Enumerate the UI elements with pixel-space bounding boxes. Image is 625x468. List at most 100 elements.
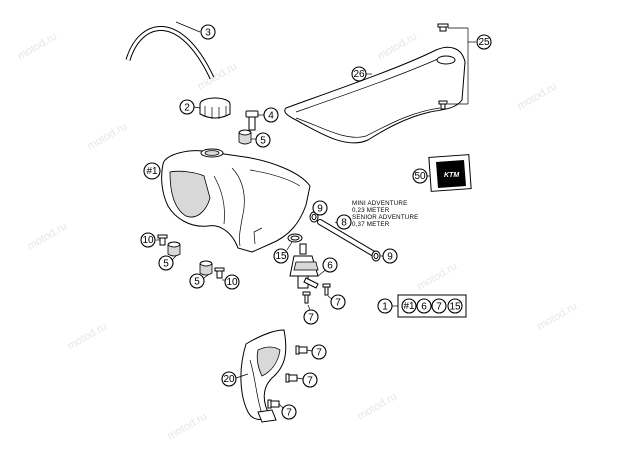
- cover-screw: [285, 373, 298, 383]
- callout-15: 15: [273, 248, 289, 264]
- leader-line: [235, 373, 249, 379]
- callout-20: 20: [221, 371, 237, 387]
- callout-7: 7: [303, 309, 319, 325]
- callout-7: 7: [311, 344, 327, 360]
- callout-26: 26: [351, 66, 367, 82]
- leader-line: [203, 274, 209, 279]
- hose-clamp: [371, 250, 381, 262]
- svg-text:5: 5: [260, 136, 266, 147]
- svg-text:2: 2: [184, 103, 190, 114]
- callout-tank: #1: [143, 162, 161, 180]
- watermark-text: motod.ru: [196, 60, 240, 92]
- note-line-3: SENIOR ADVENTURE: [352, 214, 418, 221]
- cover-screw: [295, 345, 308, 355]
- kit-item-label: 7: [436, 302, 442, 313]
- svg-text:5: 5: [194, 277, 200, 288]
- callout-6: 6: [322, 257, 338, 273]
- svg-text:4: 4: [268, 111, 274, 122]
- kit-item-label: 15: [449, 302, 461, 313]
- callout-5: 5: [158, 255, 174, 271]
- callout-10: 10: [224, 274, 240, 290]
- callout-7: 7: [302, 372, 318, 388]
- leader-line: [306, 349, 313, 352]
- rubber-bushing: [238, 129, 252, 145]
- watermark-text: motod.ru: [166, 410, 210, 442]
- watermark-text: motod.ru: [516, 80, 560, 112]
- watermark-text: motod.ru: [26, 220, 70, 252]
- callout-50: 50: [412, 168, 428, 184]
- svg-text:26: 26: [353, 69, 365, 80]
- svg-text:7: 7: [307, 376, 313, 387]
- left-screw: [157, 234, 168, 246]
- leader-line: [286, 241, 293, 251]
- svg-text:3: 3: [205, 28, 211, 39]
- seat-screw: [437, 23, 449, 110]
- svg-text:9: 9: [317, 204, 323, 215]
- svg-text:50: 50: [414, 171, 426, 182]
- watermark-text: motod.ru: [376, 30, 420, 62]
- callout-7: 7: [281, 404, 297, 420]
- leader-line: [175, 21, 201, 33]
- leader-line: [193, 106, 201, 109]
- callout-2: 2: [179, 99, 195, 115]
- callout-3: 3: [200, 24, 216, 40]
- lower-bushing: [199, 260, 213, 276]
- tap-screw: [322, 283, 331, 296]
- watermark-text: motod.ru: [16, 30, 60, 62]
- svg-text:7: 7: [316, 348, 322, 359]
- svg-text:1: 1: [382, 302, 388, 313]
- callout-25: 25: [476, 34, 492, 50]
- decal-brand-text: KTM: [444, 172, 459, 179]
- svg-text:10: 10: [226, 277, 238, 288]
- callout-1: 1: [377, 298, 393, 314]
- kit-item-circle: [447, 298, 463, 314]
- tank-screw: [245, 110, 259, 131]
- callout-10: 10: [140, 232, 156, 248]
- watermark-text: motod.ru: [416, 260, 460, 292]
- ktm-decal: KTM: [428, 154, 472, 192]
- watermark-text: motod.ru: [536, 300, 580, 332]
- leader-line: [296, 377, 304, 380]
- kit-item-circle: [431, 298, 447, 314]
- left-bushing: [167, 241, 181, 257]
- callout-9: 9: [382, 248, 398, 264]
- seat: [284, 46, 466, 144]
- svg-text:5: 5: [163, 259, 169, 270]
- lower-screw: [214, 267, 225, 279]
- fuel-tap: [289, 243, 329, 289]
- fuel-cap: [199, 97, 231, 119]
- kit-item-label: 6: [421, 302, 427, 313]
- note-line-1: MINI ADVENTURE: [352, 200, 407, 207]
- leader-line: [278, 403, 284, 409]
- kit-group: #1 6 7 15: [392, 294, 467, 318]
- kit-item-circle: [416, 298, 432, 314]
- callout-4: 4: [263, 107, 279, 123]
- watermark-text: motod.ru: [356, 390, 400, 422]
- hose-length-note: MINI ADVENTURE 0,23 METER SENIOR ADVENTU…: [352, 200, 418, 228]
- watermark-text: motod.ru: [86, 120, 130, 152]
- fuel-line: [317, 219, 377, 257]
- o-ring: [287, 233, 303, 243]
- screw-bracket: [448, 27, 476, 105]
- callout-8: 8: [336, 214, 352, 230]
- leader-line: [307, 304, 311, 311]
- note-line-2: 0,23 METER: [352, 207, 390, 214]
- watermark-text: motod.ru: [66, 320, 110, 352]
- svg-text:6: 6: [327, 261, 333, 272]
- tap-screw: [302, 291, 311, 304]
- breather-hose: [125, 26, 215, 80]
- svg-text:7: 7: [308, 313, 314, 324]
- callout-7: 7: [330, 294, 346, 310]
- svg-text:15: 15: [275, 251, 287, 262]
- svg-text:7: 7: [286, 408, 292, 419]
- cover-screw: [267, 399, 280, 409]
- svg-text:8: 8: [341, 218, 347, 229]
- side-cover: [240, 329, 287, 423]
- leader-line: [171, 255, 177, 261]
- svg-text:7: 7: [335, 298, 341, 309]
- fuel-tank: [161, 148, 311, 253]
- callout-layer: 3 2 4 5 #1 10 5 5 10 15 6 9 8 9 7 7 7 7 …: [140, 24, 492, 420]
- callout-5: 5: [255, 132, 271, 148]
- note-line-4: 0,37 METER: [352, 221, 390, 228]
